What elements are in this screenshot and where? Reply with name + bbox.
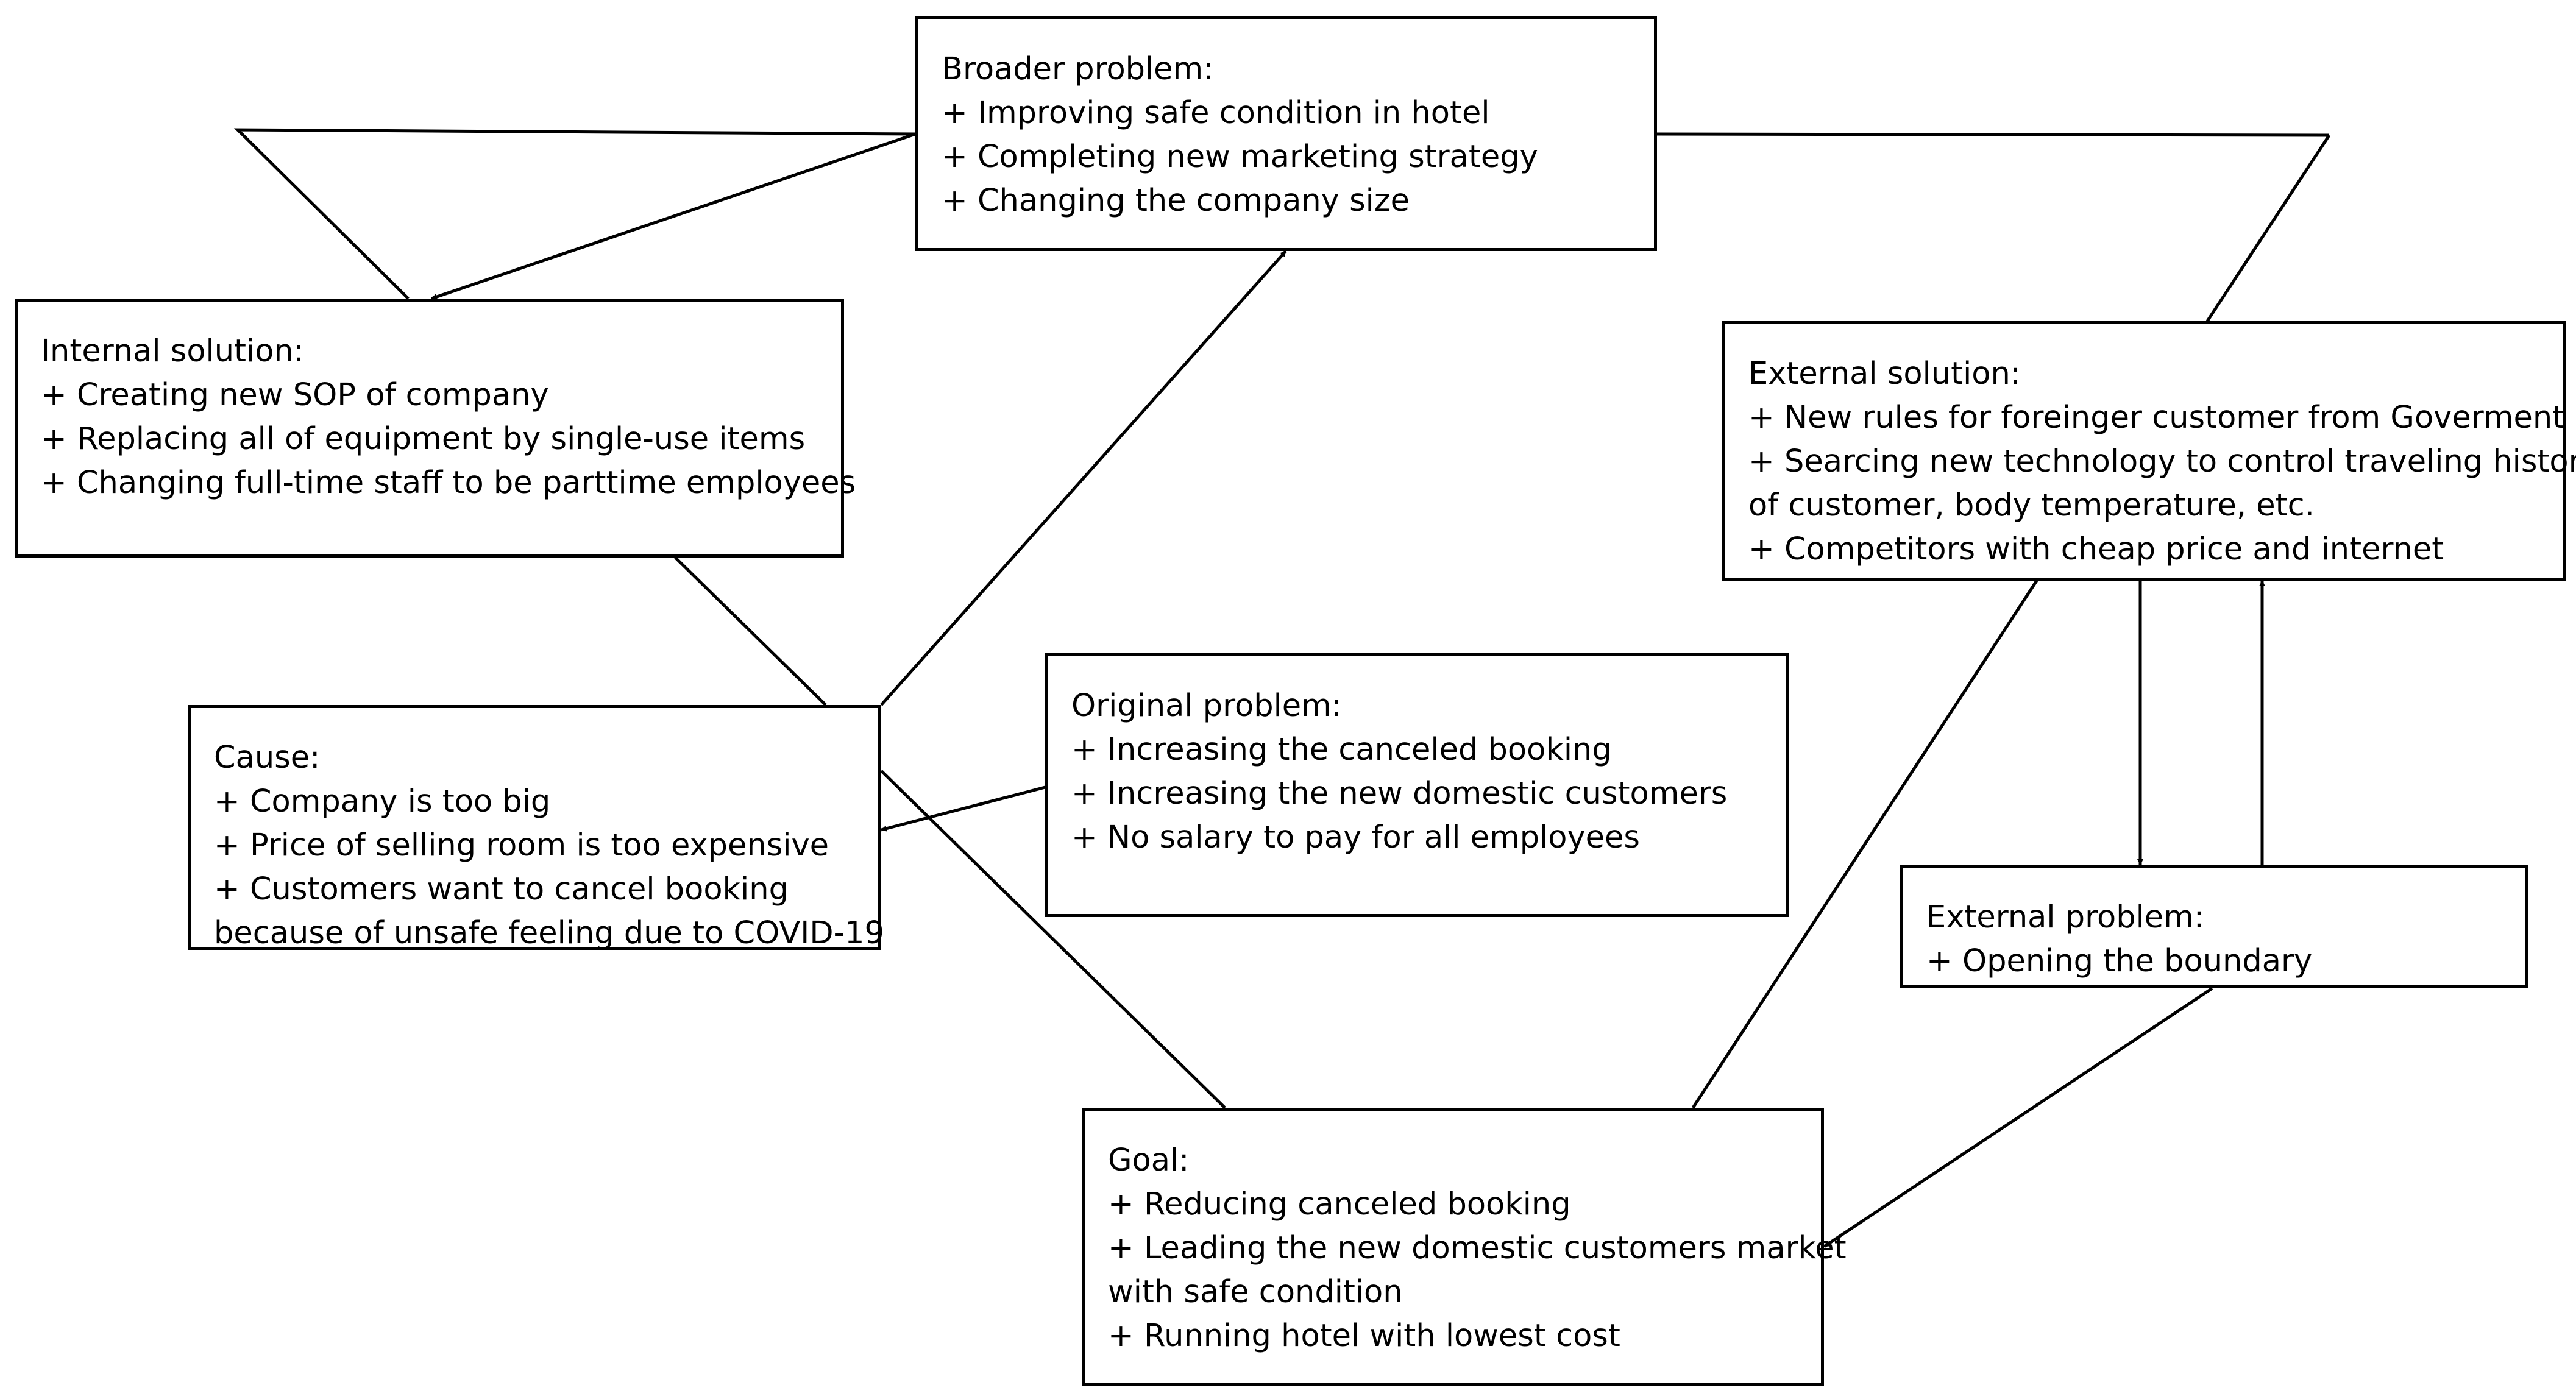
external-solution-box: External solution: + New rules for forei… <box>1722 321 2576 581</box>
goal-title: Goal: <box>1108 1142 1190 1178</box>
broader-problem-item: + Improving safe condition in hotel <box>942 95 1490 131</box>
original-problem-title: Original problem: <box>1071 688 1342 724</box>
goal-box: Goal: + Reducing canceled booking + Lead… <box>1082 1108 1847 1386</box>
original-problem-item: + No salary to pay for all employees <box>1071 820 1640 855</box>
internal-solution-title: Internal solution: <box>41 333 304 369</box>
left-triangle-outline <box>233 128 916 300</box>
external-solution-title: External solution: <box>1748 356 2021 392</box>
goal-item: + Running hotel with lowest cost <box>1108 1318 1620 1354</box>
internal-solution-box: Internal solution: + Creating new SOP of… <box>15 299 856 558</box>
cause-item: because of unsafe feeling due to COVID-1… <box>214 915 884 951</box>
right-triangle-top-line <box>1656 132 2330 137</box>
goal-item: + Leading the new domestic customers mar… <box>1108 1230 1847 1266</box>
broader-problem-item: + Completing new marketing strategy <box>942 139 1538 175</box>
external-problem-item: + Opening the boundary <box>1926 943 2313 979</box>
line-cause-to-goal <box>880 770 1226 1109</box>
goal-item: with safe condition <box>1108 1274 1403 1310</box>
arrow-original-to-cause <box>881 785 1046 832</box>
external-solution-item: of customer, body temperature, etc. <box>1748 487 2315 523</box>
broader-problem-title: Broader problem: <box>942 51 1214 87</box>
original-problem-box: Original problem: + Increasing the cance… <box>1045 653 1789 917</box>
arrow-external-problem-to-goal <box>1823 986 2213 1248</box>
line-internal-to-cause <box>674 556 827 706</box>
broader-problem-item: + Changing the company size <box>942 183 1410 219</box>
external-problem-title: External problem: <box>1926 899 2205 935</box>
external-solution-item: + Searcing new technology to control tra… <box>1748 444 2576 480</box>
cause-item: + Company is too big <box>214 784 551 820</box>
original-problem-item: + Increasing the new domestic customers <box>1071 776 1728 812</box>
external-solution-item: + New rules for foreinger customer from … <box>1748 400 2565 436</box>
internal-solution-item: + Creating new SOP of company <box>41 377 549 413</box>
internal-solution-item: + Replacing all of equipment by single-u… <box>41 421 806 457</box>
cause-item: + Price of selling room is too expensive <box>214 827 829 863</box>
arrow-cause-to-broader <box>880 250 1287 706</box>
arrow-broader-to-internal <box>431 132 916 300</box>
cause-box: Cause: + Company is too big + Price of s… <box>188 705 884 951</box>
right-triangle-side-line <box>2205 134 2331 322</box>
cause-item: + Customers want to cancel booking <box>214 871 789 907</box>
original-problem-item: + Increasing the canceled booking <box>1071 732 1612 768</box>
cause-title: Cause: <box>214 740 321 776</box>
goal-item: + Reducing canceled booking <box>1108 1186 1571 1222</box>
external-solution-item: + Competitors with cheap price and inter… <box>1748 531 2444 567</box>
line-goal-to-external-solution <box>1691 579 2038 1109</box>
broader-problem-box: Broader problem: + Improving safe condit… <box>915 16 1657 251</box>
internal-solution-item: + Changing full-time staff to be parttim… <box>41 465 856 501</box>
external-problem-box: External problem: + Opening the boundary <box>1900 865 2528 988</box>
